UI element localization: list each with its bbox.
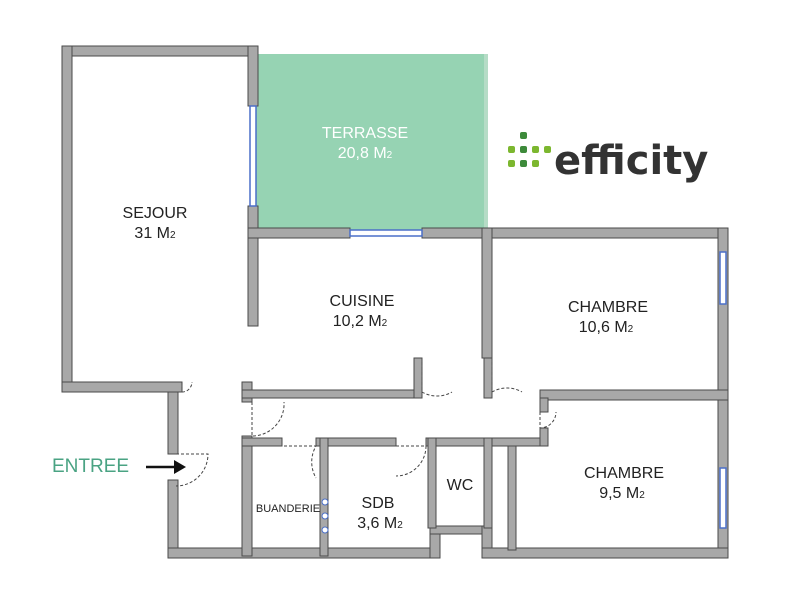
- room-sejour-area-value: 31 M: [134, 225, 170, 242]
- room-sdb-area: 3,6 M2: [357, 515, 403, 532]
- room-chambre2-area: 9,5 M2: [599, 485, 645, 502]
- room-cuisine-name: CUISINE: [330, 293, 395, 310]
- room-sdb-area-value: 3,6 M: [357, 515, 397, 532]
- room-wc-name: WC: [447, 477, 474, 494]
- room-chambre1-area-unit: 2: [628, 324, 634, 335]
- brand-logo-icon: [508, 132, 551, 167]
- windows: [249, 105, 727, 529]
- room-sdb-area-unit: 2: [397, 520, 403, 531]
- room-sejour-area-unit: 2: [170, 230, 176, 241]
- room-terrasse-area-value: 20,8 M: [338, 145, 387, 162]
- room-cuisine-area: 10,2 M2: [333, 313, 388, 330]
- room-chambre2-area-value: 9,5 M: [599, 485, 639, 502]
- walls: [61, 45, 729, 559]
- room-terrasse-area-unit: 2: [387, 150, 393, 161]
- room-cuisine-area-value: 10,2 M: [333, 313, 382, 330]
- room-chambre2-name: CHAMBRE: [584, 465, 664, 482]
- room-terrasse-name: TERRASSE: [322, 125, 408, 142]
- room-chambre2-area-unit: 2: [639, 490, 645, 501]
- doors: [175, 362, 557, 487]
- room-cuisine-area-unit: 2: [382, 318, 388, 329]
- room-chambre1-area: 10,6 M2: [579, 319, 634, 336]
- buanderie-fixture: [321, 498, 329, 534]
- room-chambre1-name: CHAMBRE: [568, 299, 648, 316]
- room-sejour-area: 31 M2: [134, 225, 176, 242]
- room-sejour-name: SEJOUR: [123, 205, 188, 222]
- room-chambre1-area-value: 10,6 M: [579, 319, 628, 336]
- room-buanderie-name: BUANDERIE: [256, 503, 320, 515]
- entry-arrow-icon: [146, 460, 186, 474]
- room-sdb-name: SDB: [362, 495, 395, 512]
- brand-name: efficity: [554, 138, 708, 184]
- entry-label: ENTREE: [52, 456, 129, 477]
- terrace-railing: [484, 54, 488, 230]
- room-terrasse-area: 20,8 M2: [338, 145, 393, 162]
- terrace-area: [256, 54, 486, 230]
